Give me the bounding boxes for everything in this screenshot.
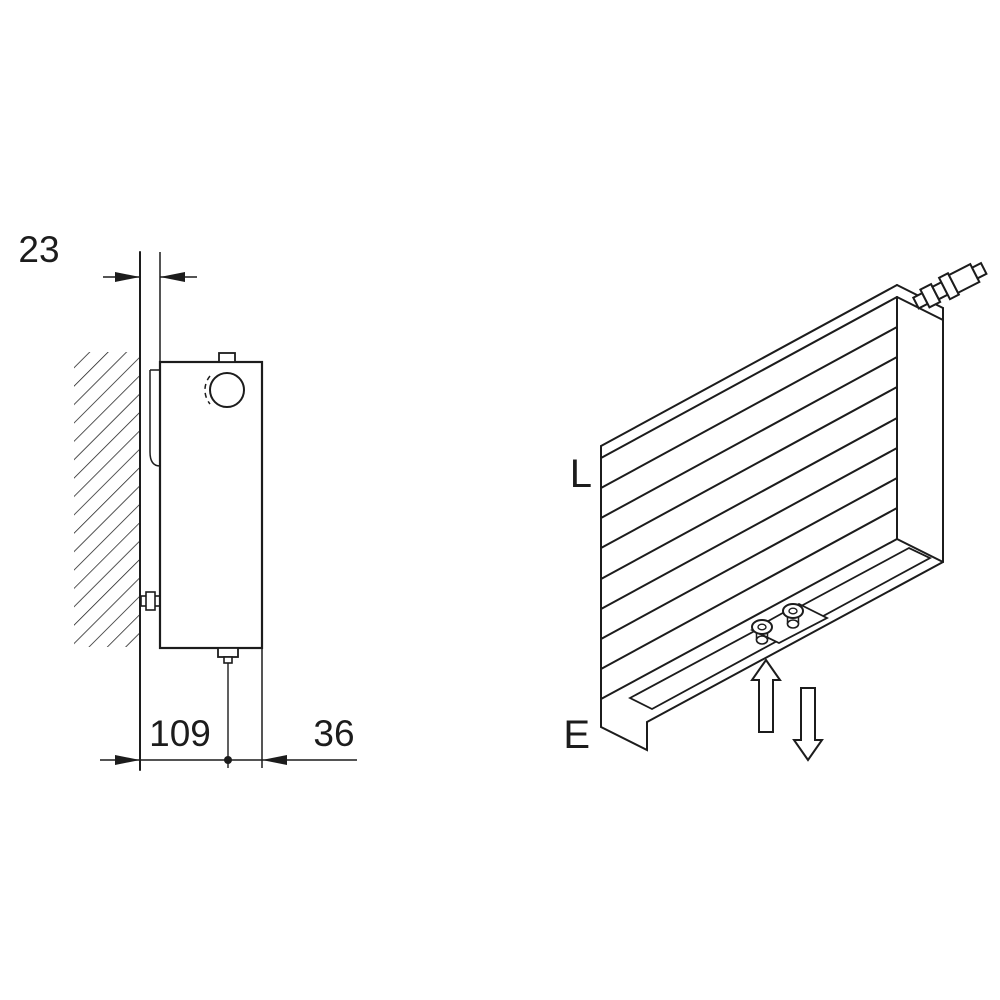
- perspective-view: L E: [563, 261, 988, 762]
- dimension-arrow-left-icon: [160, 272, 185, 282]
- valve-top-connector: [218, 352, 236, 363]
- dimension-109-36: 109 36: [100, 648, 357, 768]
- lower-bracket-clamp: [145, 591, 156, 611]
- label-E: E: [563, 713, 590, 757]
- valve-swivel-arc: [204, 375, 211, 405]
- connection-port-icon: [751, 619, 773, 645]
- valve-circle: [209, 372, 245, 408]
- thermostatic-valve-icon: [911, 261, 988, 310]
- mounting-bracket: [149, 369, 161, 467]
- side-view: 23 109 36: [18, 229, 357, 771]
- bottom-front-edge: [600, 538, 898, 700]
- flow-up-arrow-icon: [750, 658, 782, 733]
- label-L: L: [570, 452, 592, 496]
- top-back-edge: [600, 284, 898, 447]
- dimension-arrow-right-icon: [115, 272, 140, 282]
- bottom-channel: [628, 546, 932, 711]
- dim-label-109: 109: [149, 713, 211, 754]
- front-slat-lines: [600, 326, 898, 670]
- dim-label-36: 36: [313, 713, 354, 754]
- dimension-chain-dot: [224, 756, 232, 764]
- right-end-panel: [896, 284, 944, 563]
- connection-port-icon: [782, 603, 804, 629]
- radiator-3d-body: [600, 284, 944, 700]
- wall-hatch: [74, 352, 140, 647]
- dim-label-23: 23: [18, 229, 59, 270]
- dimension-23: 23: [18, 229, 197, 362]
- dimension-arrow-left-icon: [262, 755, 287, 765]
- dimension-arrow-right-icon: [115, 755, 140, 765]
- underside-back-edge: [646, 561, 944, 723]
- bottom-connection-stub: [217, 647, 239, 658]
- flow-down-arrow-icon: [792, 687, 824, 762]
- left-cheek: [600, 698, 648, 752]
- radiator-body-section: [158, 360, 264, 650]
- top-front-edge: [600, 296, 898, 459]
- underside-plinth: [600, 546, 944, 752]
- bottom-connection-nipple: [223, 656, 233, 664]
